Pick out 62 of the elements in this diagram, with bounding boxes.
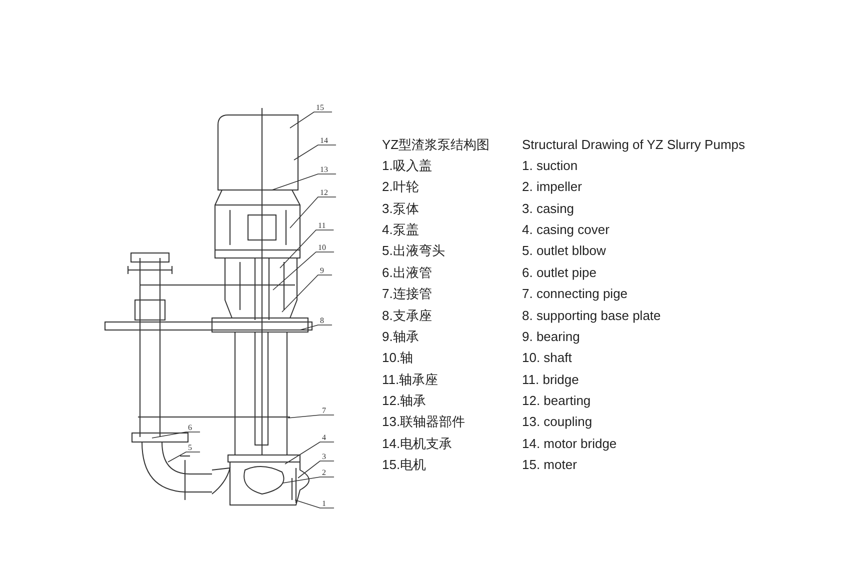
callout-number: 13: [318, 165, 330, 174]
leader-line: [152, 432, 200, 438]
legend-entry: 4.泵盖: [382, 222, 419, 238]
legend-entry: 2. impeller: [522, 179, 582, 196]
heading: YZ型渣浆泵结构图: [382, 137, 490, 153]
legend-entry: 7. connecting pige: [522, 286, 628, 302]
legend-entry: 14. motor bridge: [522, 436, 617, 452]
callout-number: 11: [316, 221, 328, 230]
leader-line: [290, 112, 332, 128]
callout-number: 15: [314, 103, 326, 112]
leader-line: [294, 144, 336, 160]
leader-line: [300, 324, 332, 330]
legend-entry: 12. bearting: [522, 392, 591, 409]
legend-entry: 7.连接管: [382, 286, 432, 302]
heading: Structural Drawing of YZ Slurry Pumps: [522, 137, 745, 153]
leader-line: [280, 230, 334, 268]
callout-number: 12: [318, 188, 330, 197]
leader-line: [298, 460, 334, 478]
legend-entry: 8.支承座: [382, 308, 432, 324]
callout-number: 9: [318, 266, 326, 275]
callout-number: 10: [316, 243, 328, 252]
callout-number: 5: [186, 443, 194, 452]
legend-entry: 1. suction: [522, 158, 578, 174]
legend-entry: 15. moter: [522, 457, 577, 474]
leader-line: [272, 174, 336, 190]
legend-entry: 10. shaft: [522, 350, 572, 366]
legend-entry: 11.轴承座: [382, 372, 438, 388]
legend-entry: 11. bridge: [522, 372, 579, 388]
legend-entry: 5. outlet blbow: [522, 243, 606, 260]
legend-entry: 2.叶轮: [382, 179, 419, 196]
callout-number: 14: [318, 136, 330, 145]
leader-line: [288, 414, 334, 418]
legend-entry: 10.轴: [382, 350, 414, 366]
leader-line: [290, 196, 336, 228]
leader-line: [272, 252, 334, 290]
legend-entry: 1.吸入盖: [382, 158, 432, 174]
legend-entry: 9.轴承: [382, 328, 419, 345]
legend-entry: 12.轴承: [382, 392, 426, 409]
legend-entry: 15.电机: [382, 457, 426, 474]
callout-number: 8: [318, 316, 326, 325]
leader-line: [294, 500, 334, 508]
callout-number: 3: [320, 452, 328, 461]
callout-number: 2: [320, 468, 328, 477]
legend-entry: 14.电机支承: [382, 436, 452, 452]
legend-entry: 4. casing cover: [522, 222, 610, 238]
legend-entry: 5.出液弯头: [382, 243, 445, 260]
leader-line: [282, 476, 334, 484]
legend-entry: 3.泵体: [382, 200, 419, 217]
legend-entry: 6.出液管: [382, 264, 432, 281]
legend-entry: 3. casing: [522, 200, 574, 217]
legend-entry: 6. outlet pipe: [522, 264, 596, 281]
leader-line: [168, 452, 200, 462]
callout-number: 1: [320, 499, 328, 508]
legend-entry: 13. coupling: [522, 414, 592, 430]
legend-entry: 9. bearing: [522, 328, 580, 345]
callout-number: 7: [320, 406, 328, 415]
leader-line: [282, 274, 332, 312]
leader-line: [284, 442, 334, 464]
callout-number: 6: [186, 423, 194, 432]
callout-number: 4: [320, 433, 328, 442]
legend-entry: 8. supporting base plate: [522, 308, 661, 324]
legend-entry: 13.联轴器部件: [382, 414, 466, 430]
